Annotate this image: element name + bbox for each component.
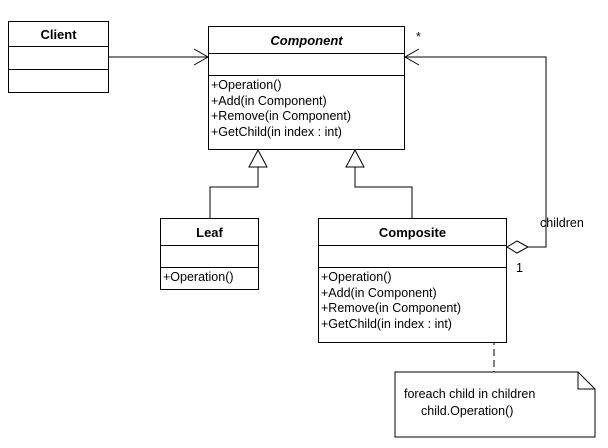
component-operations: +Operation() +Add(in Component) +Remove(…	[211, 78, 402, 140]
client-class-name: Client	[40, 27, 77, 42]
composite-op-add: +Add(in Component)	[321, 285, 437, 300]
note-line-1: foreach child in children	[404, 387, 536, 401]
composite-op-getchild: +GetChild(in index : int)	[321, 316, 452, 331]
composite-generalization-line	[354, 167, 413, 218]
client-operations-compartment	[9, 69, 108, 94]
leaf-operations-compartment	[161, 267, 258, 289]
leaf-generalization-triangle	[248, 148, 268, 168]
children-role-label: children	[540, 216, 584, 230]
client-attributes-compartment	[9, 46, 108, 68]
component-op-remove: +Remove(in Component)	[211, 109, 351, 123]
leaf-class: Leaf +Operation()	[160, 218, 259, 290]
component-attributes-compartment	[209, 53, 404, 74]
composite-generalization-triangle	[345, 148, 365, 168]
note-shape	[394, 371, 596, 438]
leaf-op-operation: +Operation()	[163, 270, 234, 284]
composite-attributes-compartment	[319, 245, 506, 266]
component-op-getchild: +GetChild(in index : int)	[211, 124, 342, 139]
component-class: Component +Operation() +Add(in Component…	[208, 26, 405, 150]
composite-op-remove: +Remove(in Component)	[321, 301, 461, 315]
multiplicity-one-label: 1	[516, 261, 523, 275]
composite-operations: +Operation() +Add(in Component) +Remove(…	[321, 270, 504, 332]
children-aggregation-line	[405, 56, 547, 248]
component-op-add: +Add(in Component)	[211, 93, 327, 108]
leaf-operations: +Operation()	[163, 270, 256, 286]
note-line-2: child.Operation()	[421, 404, 514, 418]
note-fold	[577, 372, 595, 390]
composite-op-operation: +Operation()	[321, 270, 392, 284]
component-class-name: Component	[270, 33, 343, 48]
leaf-attributes-compartment	[161, 245, 258, 266]
composite-class: Composite +Operation() +Add(in Component…	[318, 218, 507, 343]
multiplicity-many-label: *	[416, 30, 421, 44]
leaf-class-name: Leaf	[196, 225, 223, 240]
component-op-operation: +Operation()	[211, 78, 282, 92]
leaf-generalization-line	[209, 167, 259, 218]
component-operations-compartment	[209, 75, 404, 149]
children-aggregation-arrowhead	[403, 48, 420, 66]
composite-operations-compartment	[319, 267, 506, 342]
composite-class-name: Composite	[378, 225, 447, 240]
aggregation-diamond	[506, 240, 530, 254]
client-class: Client	[8, 21, 109, 93]
